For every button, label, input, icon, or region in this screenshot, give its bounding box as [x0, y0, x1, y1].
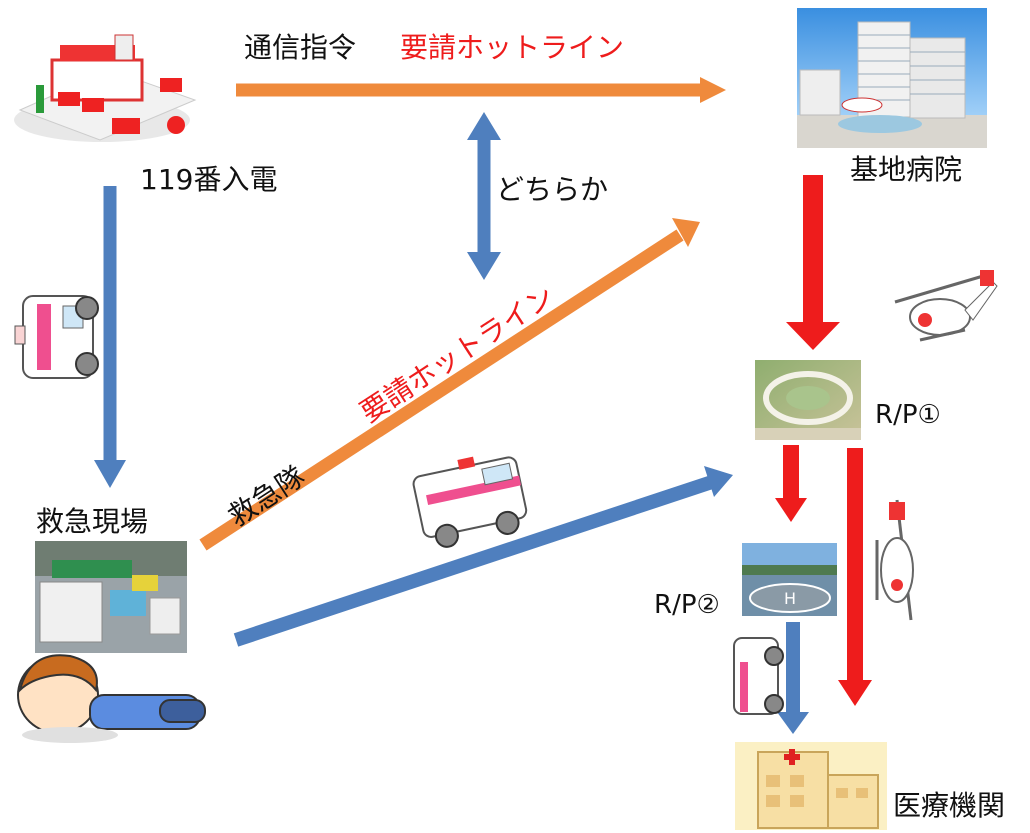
helipad-icon: H — [742, 543, 837, 616]
scene-to-rp1-arrow — [233, 466, 733, 647]
base-hospital-label: 基地病院 — [850, 153, 963, 186]
hospital-building-icon — [797, 8, 987, 148]
call-119-label: 119番入電 — [140, 163, 278, 196]
accident-scene-icon — [35, 541, 187, 653]
ambulance-icon — [14, 295, 99, 379]
dispatch-label: 通信指令 — [244, 31, 357, 64]
clinic-building-icon — [735, 742, 887, 830]
rp1-to-rp2-arrow — [775, 445, 807, 522]
helicopter-icon — [894, 270, 998, 342]
fire-station-icon — [14, 34, 197, 142]
injured-person-icon — [17, 654, 206, 743]
hospital-to-rp1-arrow — [786, 175, 840, 350]
rp2-to-clinic-arrow — [777, 622, 809, 734]
rp2-label: R/P② — [654, 590, 720, 620]
hotline-top-label: 要請ホットライン — [400, 31, 625, 64]
either-double-arrow — [467, 112, 501, 280]
medical-institution-label: 医療機関 — [893, 789, 1006, 822]
rp1-label: R/P① — [875, 400, 941, 430]
svg-text:H: H — [784, 589, 796, 608]
ambulance-icon — [733, 637, 784, 715]
dispatch-hotline-arrow — [236, 77, 726, 103]
rp1-to-clinic-arrow — [838, 448, 872, 706]
either-label: どちらか — [496, 173, 609, 206]
ambulance-icon — [412, 456, 528, 548]
helicopter-icon — [875, 499, 914, 621]
scene-label: 救急現場 — [36, 505, 149, 538]
scene-hotline-arrow — [199, 218, 700, 551]
call-to-scene-arrow — [94, 186, 126, 488]
helipad-icon — [755, 360, 861, 440]
